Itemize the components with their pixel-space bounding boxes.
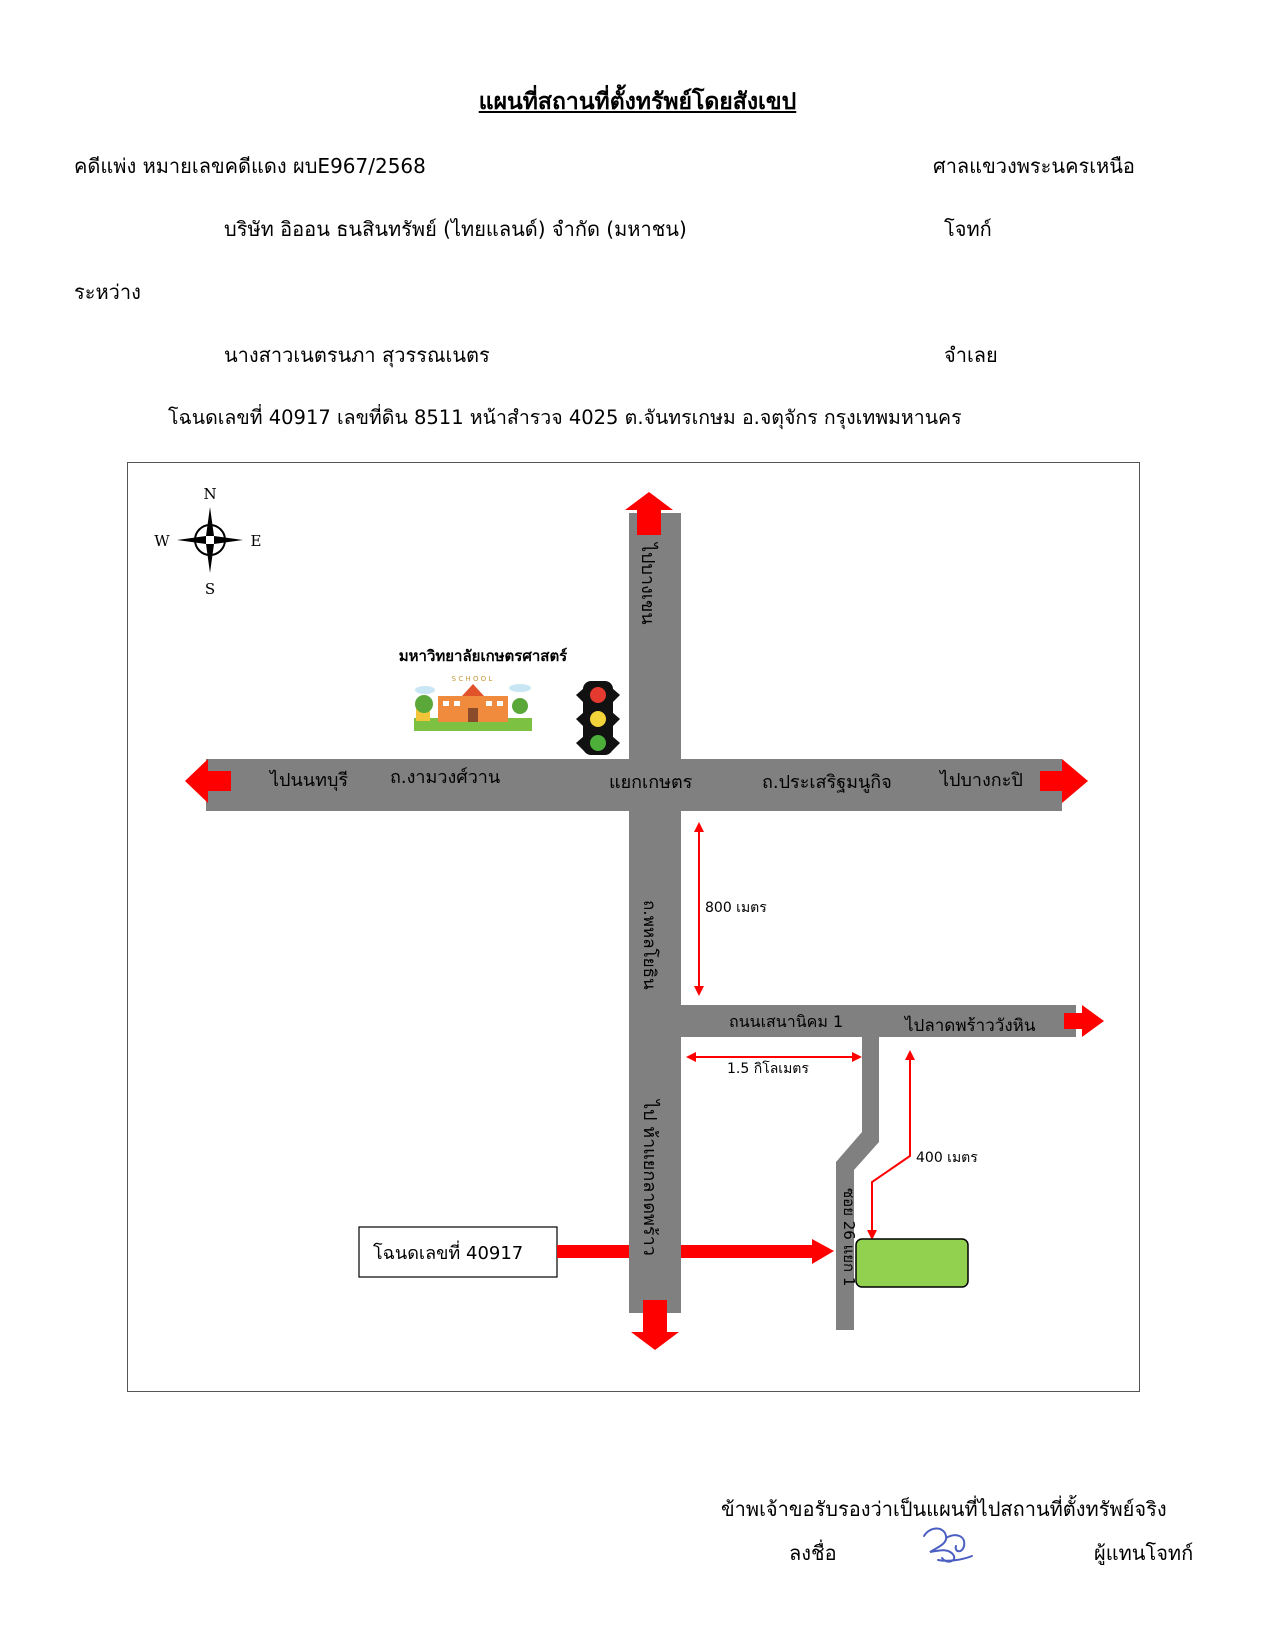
map-frame <box>127 462 1140 1392</box>
between-label: ระหว่าง <box>74 280 141 304</box>
school-icon: S C H O O L <box>414 675 532 732</box>
compass-w: W <box>154 532 170 550</box>
arrow-ladphrao <box>1064 1005 1104 1037</box>
case-number: คดีแพ่ง หมายเลขคดีแดง ผบE967/2568 <box>74 154 426 178</box>
school-sign-text: S C H O O L <box>452 675 493 683</box>
page-title: แผนที่สถานที่ตั้งทรัพย์โดยสังเขป <box>478 89 797 115</box>
compass-s: S <box>205 580 215 598</box>
direction-arrows <box>185 492 1104 1350</box>
plaintiff-role: โจทก์ <box>944 217 992 241</box>
label-to-ladphrao-intersection: ไป ห้าแยกลาดพร้าว <box>639 1098 661 1256</box>
distance-800m: 800 เมตร <box>705 900 767 916</box>
label-to-ladphrao-wanghin: ไปลาดพร้าววังหิน <box>903 1015 1036 1036</box>
plaintiff-name: บริษัท อิออน ธนสินทรัพย์ (ไทยแลนด์) จำกั… <box>224 217 687 241</box>
label-soi-26: ซอย 26 แยก 1 <box>840 1188 858 1286</box>
distance-1500m: 1.5 กิโลเมตร <box>727 1060 809 1077</box>
label-prasert-manukit: ถ.ประเสริฐมนูกิจ <box>762 772 892 793</box>
target-plot <box>855 1238 969 1288</box>
label-ngamwongwan: ถ.งามวงศ์วาน <box>390 767 500 788</box>
deed-details: โฉนดเลขที่ 40917 เลขที่ดิน 8511 หน้าสำรว… <box>168 406 962 429</box>
deed-box <box>358 1226 558 1278</box>
sign-label: ลงชื่อ <box>789 1541 837 1565</box>
court-name: ศาลแขวงพระนครเหนือ <box>933 154 1135 178</box>
arrow-west <box>185 759 231 803</box>
compass-rose-icon: N S W E <box>154 485 261 598</box>
signature-icon <box>923 1527 973 1563</box>
defendant-role: จำเลย <box>944 343 998 367</box>
distance-markers <box>686 822 915 1240</box>
label-sena-nikhom: ถนนเสนานิคม 1 <box>729 1012 843 1031</box>
compass-n: N <box>203 485 216 503</box>
arrow-east <box>1040 759 1088 803</box>
label-to-bangkapi: ไปบางกะปิ <box>938 769 1023 791</box>
road-soi-26 <box>836 1037 879 1330</box>
landmark-label: มหาวิทยาลัยเกษตรศาสตร์ <box>399 647 568 665</box>
road-sena-nikhom <box>681 1005 1076 1037</box>
arrow-north <box>625 492 673 535</box>
label-to-bangkhen: ไปบางเขน <box>637 541 659 625</box>
deed-arrow <box>557 1239 834 1264</box>
road-ngamwongwan-prasert <box>206 759 1062 811</box>
label-kaset-intersection: แยกเกษตร <box>609 772 693 793</box>
roads <box>206 513 1076 1330</box>
label-phahonyothin: ถ.พหลโยธิน <box>639 900 660 990</box>
road-phahonyothin <box>629 513 681 1313</box>
traffic-light-icon <box>568 675 628 759</box>
defendant-name: นางสาวเนตรนภา สุวรรณเนตร <box>224 343 490 367</box>
label-to-nonthaburi: ไปนนทบุรี <box>268 769 348 791</box>
signer-role: ผู้แทนโจทก์ <box>1094 1541 1194 1565</box>
arrow-south <box>631 1300 679 1350</box>
certification-text: ข้าพเจ้าขอรับรองว่าเป็นแผนที่ไปสถานที่ตั… <box>721 1497 1167 1521</box>
distance-400m: 400 เมตร <box>916 1150 978 1166</box>
compass-e: E <box>251 532 262 550</box>
deed-box-label: โฉนดเลขที่ 40917 <box>373 1240 523 1264</box>
